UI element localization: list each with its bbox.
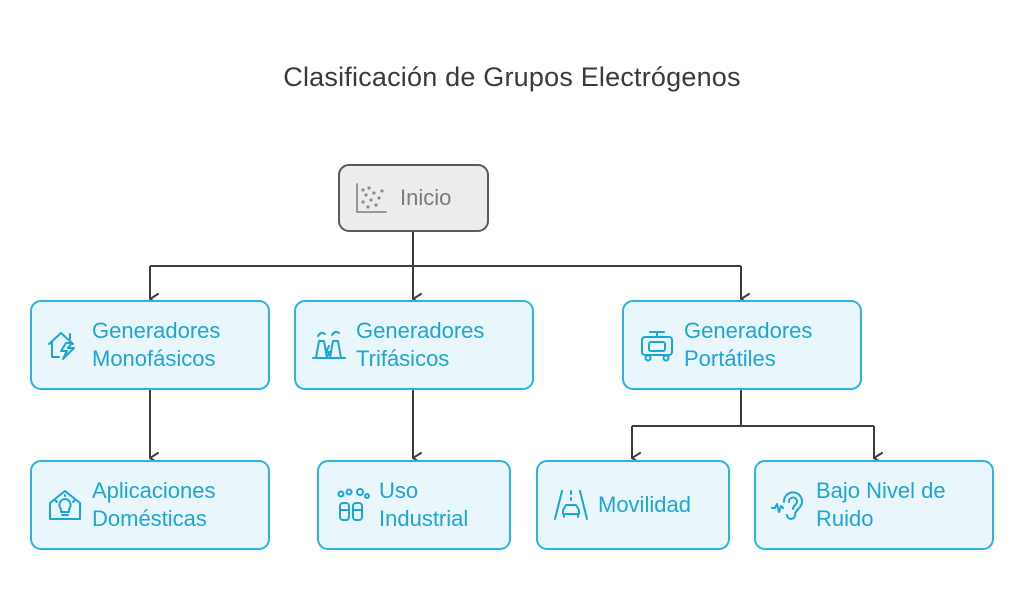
node-generadores-portatiles[interactable]: Generadores Portátiles: [622, 300, 862, 390]
node-movilidad[interactable]: Movilidad: [536, 460, 730, 550]
node-uso-industrial-label: Uso Industrial: [379, 478, 469, 531]
scatter-plot-icon: [356, 183, 387, 213]
node-generadores-trifasicos-label: Generadores Trifásicos: [356, 318, 485, 371]
node-bajo-nivel-de-ruido-label: Bajo Nivel de Ruido: [816, 478, 946, 531]
node-generadores-portatiles-label: Generadores Portátiles: [684, 318, 813, 371]
node-inicio-label: Inicio: [400, 185, 452, 210]
ear-sound-icon: [771, 491, 803, 520]
node-generadores-monofasicos[interactable]: Generadores Monofásicos: [30, 300, 270, 390]
node-inicio[interactable]: Inicio: [338, 164, 489, 232]
node-aplicaciones-domesticas[interactable]: Aplicaciones Domésticas: [30, 460, 270, 550]
portable-generator-icon: [641, 331, 673, 362]
diagram-title: Clasificación de Grupos Electrógenos: [283, 62, 741, 92]
industrial-tanks-icon: [337, 488, 370, 521]
node-bajo-nivel-de-ruido[interactable]: Bajo Nivel de Ruido: [754, 460, 994, 550]
house-bulb-icon: [49, 490, 81, 520]
node-generadores-trifasicos[interactable]: Generadores Trifásicos: [294, 300, 534, 390]
node-aplicaciones-domesticas-label: Aplicaciones Domésticas: [92, 478, 216, 531]
node-movilidad-label: Movilidad: [598, 492, 691, 517]
connector-portatiles-bus: [632, 390, 874, 427]
house-lightning-icon: [48, 332, 75, 360]
node-generadores-monofasicos-label: Generadores Monofásicos: [92, 318, 221, 371]
node-uso-industrial[interactable]: Uso Industrial: [317, 460, 511, 550]
car-road-icon: [554, 490, 588, 520]
connector-root-bus: [150, 232, 741, 267]
power-plant-icon: [312, 330, 346, 359]
